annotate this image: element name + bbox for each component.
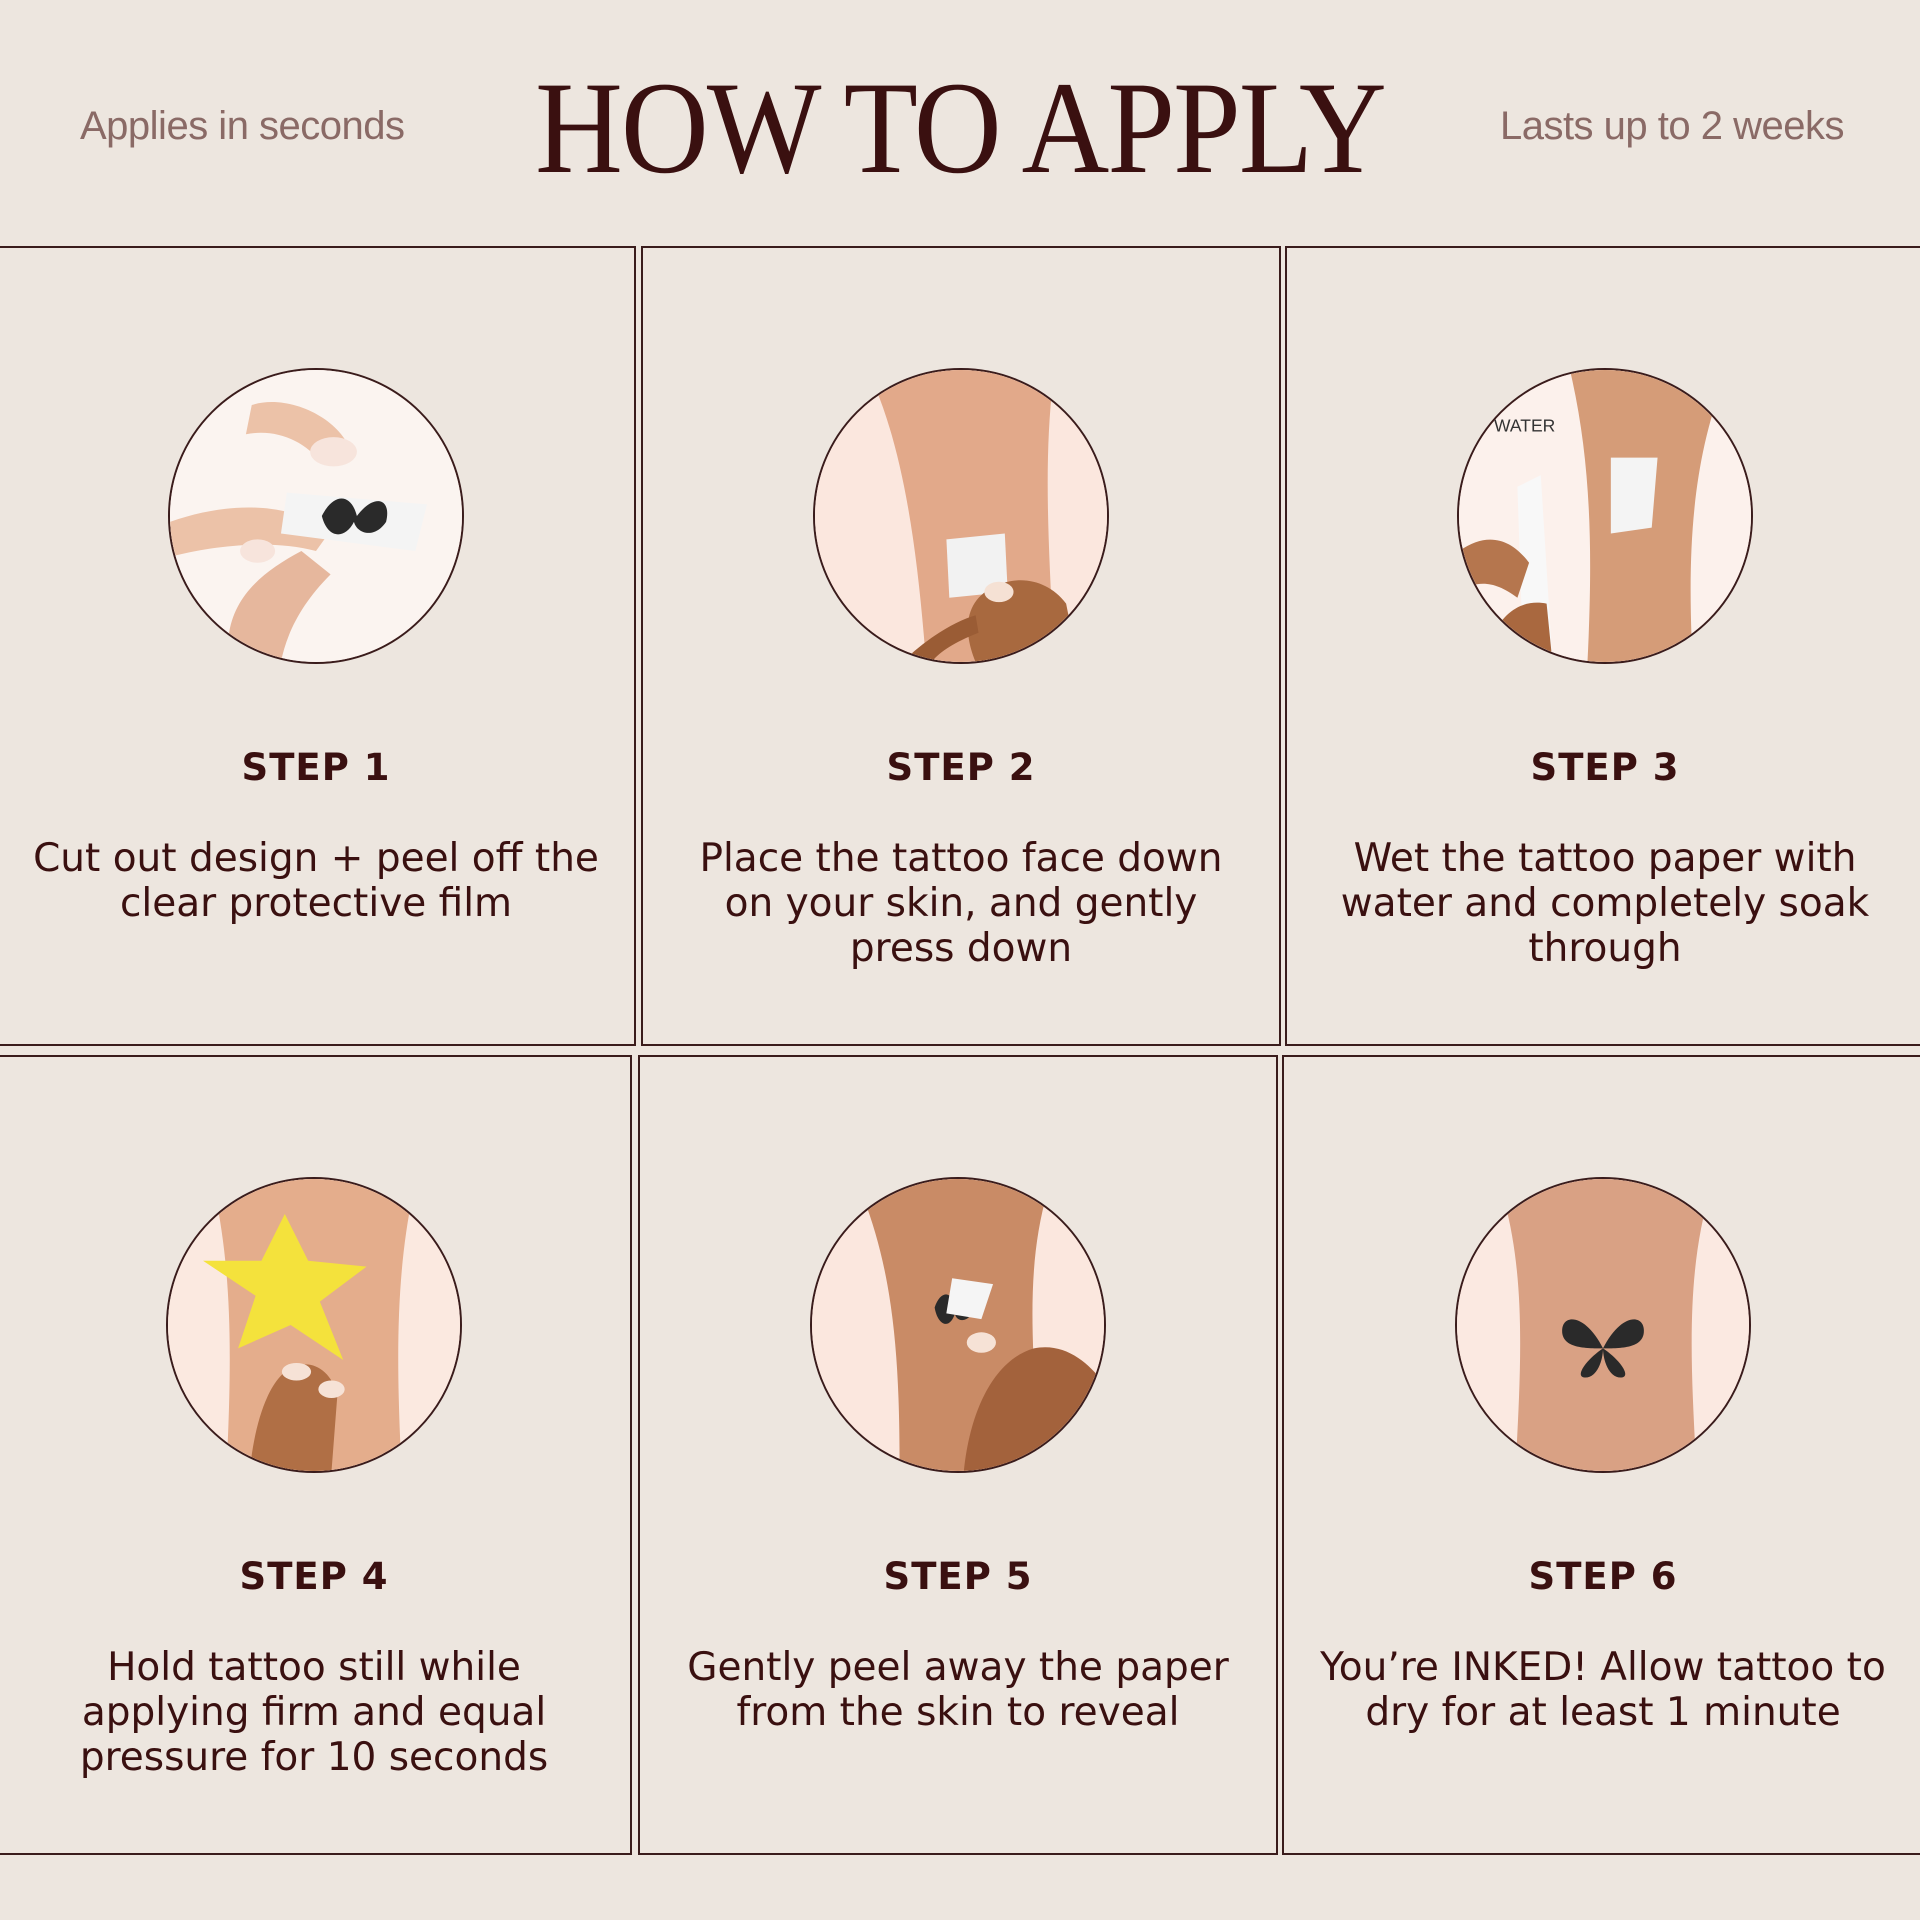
- step-5-title: STEP 5: [883, 1555, 1033, 1598]
- step-2-title: STEP 2: [886, 746, 1036, 789]
- water-label: WATER: [1494, 415, 1555, 435]
- tagline-left: Applies in seconds: [80, 104, 405, 148]
- step-4-description: Hold tattoo still while applying firm an…: [79, 1645, 549, 1780]
- finished-tattoo-photo: [1455, 1177, 1751, 1473]
- spraying-water-photo: WATER: [1457, 368, 1753, 664]
- step-1-card: STEP 1 Cut out design + peel off the cle…: [0, 246, 636, 1046]
- step-6-card: STEP 6 You’re INKED! Allow tattoo to dry…: [1282, 1055, 1920, 1855]
- step-1-title: STEP 1: [241, 746, 391, 789]
- tagline-right: Lasts up to 2 weeks: [1499, 104, 1845, 148]
- step-5-card: STEP 5 Gently peel away the paper from t…: [638, 1055, 1278, 1855]
- step-6-title: STEP 6: [1528, 1555, 1678, 1598]
- sponge-press-photo: [166, 1177, 462, 1473]
- step-3-card: WATER STEP 3 Wet the tattoo paper with w…: [1285, 246, 1920, 1046]
- step-2-card: STEP 2 Place the tattoo face down on you…: [641, 246, 1281, 1046]
- page-title: HOW TO APPLY: [535, 54, 1387, 201]
- step-5-description: Gently peel away the paper from the skin…: [687, 1645, 1229, 1735]
- step-1-description: Cut out design + peel off the clear prot…: [33, 836, 599, 926]
- step-3-description: Wet the tattoo paper with water and comp…: [1340, 836, 1870, 971]
- step-3-title: STEP 3: [1530, 746, 1680, 789]
- step-6-description: You’re INKED! Allow tattoo to dry for at…: [1320, 1645, 1886, 1735]
- step-2-description: Place the tattoo face down on your skin,…: [699, 836, 1223, 971]
- step-4-card: STEP 4 Hold tattoo still while applying …: [0, 1055, 632, 1855]
- step-4-title: STEP 4: [239, 1555, 389, 1598]
- cutting-tattoo-photo: [168, 368, 464, 664]
- peeling-paper-photo: [810, 1177, 1106, 1473]
- placing-tattoo-photo: [813, 368, 1109, 664]
